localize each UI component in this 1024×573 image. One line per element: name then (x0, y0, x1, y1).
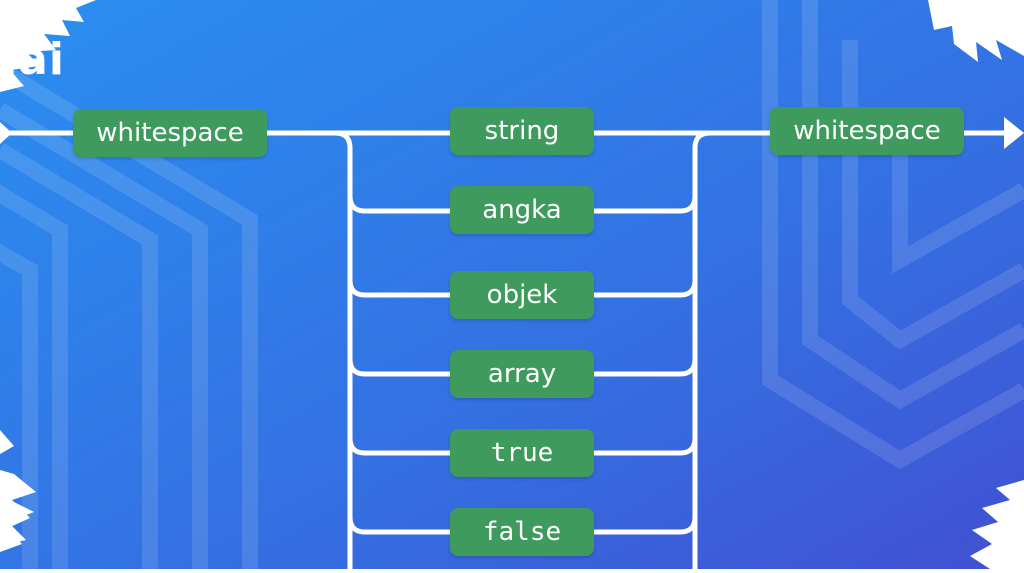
alt-node-angka: angka (450, 186, 594, 234)
alt-node-string: string (450, 107, 594, 155)
torn-edge-right (928, 0, 1024, 569)
alt-node-array: array (450, 350, 594, 398)
exit-arrow-icon (1004, 117, 1024, 149)
alt-node-objek: objek (450, 271, 594, 319)
alt-node-true: true (450, 429, 594, 477)
alt-node-false: false (450, 508, 594, 556)
torn-edge-left (0, 0, 96, 546)
entry-whitespace-node: whitespace (73, 109, 267, 157)
page-title: ilai (0, 34, 65, 85)
exit-whitespace-node: whitespace (770, 107, 964, 155)
entry-arrow-icon (0, 122, 12, 144)
